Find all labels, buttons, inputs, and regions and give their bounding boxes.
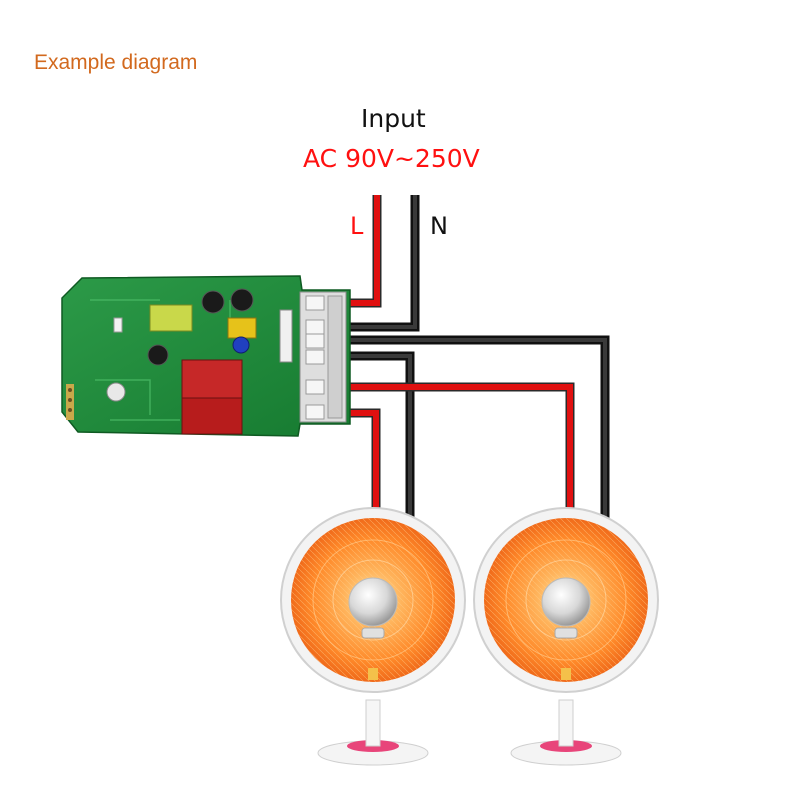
pin-header [66, 384, 74, 420]
input-live-wire [343, 195, 382, 308]
relay-switch-module [61, 275, 351, 437]
fuse-icon [279, 309, 293, 363]
inductor-icon [149, 304, 193, 332]
led-icon [113, 317, 123, 333]
capacitor-icon [147, 344, 169, 366]
live-label: L [350, 212, 364, 240]
varistor-icon [232, 336, 250, 354]
capacitor-icon [201, 290, 225, 314]
heater-1 [280, 507, 466, 766]
capacitor-yellow-icon [227, 317, 257, 339]
neutral-bus-wire [343, 335, 610, 525]
button-icon [106, 382, 126, 402]
neutral-label: N [430, 212, 448, 240]
terminal-block [299, 291, 347, 423]
heater2-live-wire [343, 382, 575, 525]
relay-icon [181, 359, 243, 401]
heater-2 [473, 507, 659, 766]
input-label: Input [361, 104, 426, 133]
relay-icon [181, 397, 243, 435]
capacitor-icon [230, 288, 254, 312]
input-neutral-wire [343, 195, 420, 332]
wires [343, 195, 610, 525]
heater1-live-wire [343, 408, 381, 525]
diagram-title: Example diagram [34, 51, 198, 74]
heater1-neutral-wire [343, 351, 415, 525]
voltage-label: AC 90V~250V [303, 144, 480, 173]
